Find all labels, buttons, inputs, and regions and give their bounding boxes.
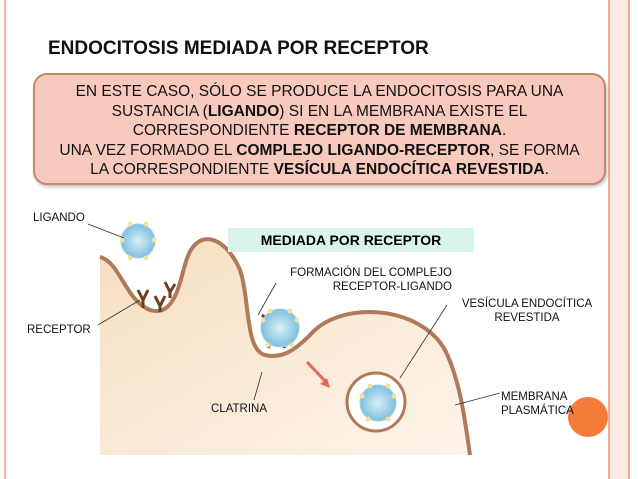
- text-line: EN ESTE CASO, SÓLO SE PRODUCE LA ENDOCIT…: [35, 82, 604, 102]
- text: , SE FORMA: [490, 141, 580, 159]
- text-line: CORRESPONDIENTE RECEPTOR DE MEMBRANA.: [35, 121, 604, 141]
- bold-text: LIGANDO: [207, 102, 280, 120]
- text: ) SI EN LA MEMBRANA EXISTE EL: [279, 102, 528, 120]
- decorative-orange-circle: [568, 397, 608, 437]
- text: .: [544, 161, 549, 178]
- slide-title: ENDOCITOSIS MEDIADA POR RECEPTOR: [48, 38, 429, 59]
- bold-text: COMPLEJO LIGANDO-RECEPTOR: [236, 141, 491, 159]
- label-clatrina: CLATRINA: [211, 403, 268, 415]
- arrow-icon: [305, 360, 328, 384]
- label-receptor: RECEPTOR: [27, 324, 91, 336]
- text: PLASMÁTICA: [501, 405, 574, 417]
- text: CORRESPONDIENTE: [132, 122, 294, 139]
- explanation-box: EN ESTE CASO, SÓLO SE PRODUCE LA ENDOCIT…: [33, 73, 606, 185]
- text: .: [501, 122, 507, 139]
- text-line: UNA VEZ FORMADO EL COMPLEJO LIGANDO-RECE…: [35, 141, 604, 161]
- bold-text: RECEPTOR DE MEMBRANA: [293, 122, 502, 139]
- text-line: LA CORRESPONDIENTE VESÍCULA ENDOCÍTICA R…: [35, 160, 604, 180]
- ligand-bound: [260, 308, 300, 348]
- label-membrana: MEMBRANA PLASMÁTICA: [501, 390, 574, 418]
- left-border: [4, 0, 6, 479]
- coated-vesicle: [345, 371, 407, 433]
- text: FORMACIÓN DEL COMPLEJO: [290, 267, 452, 279]
- plasma-membrane: [99, 237, 472, 456]
- bold-text: VESÍCULA ENDOCÍTICA REVESTIDA: [273, 161, 545, 178]
- text: RECEPTOR-LIGANDO: [332, 281, 452, 293]
- text: VESÍCULA ENDOCÍTICA: [461, 298, 593, 310]
- right-border-decoration: [608, 0, 630, 479]
- leader-lines: [87, 223, 501, 406]
- text-line: SUSTANCIA (LIGANDO) SI EN LA MEMBRANA EX…: [35, 102, 604, 122]
- label-complejo: FORMACIÓN DEL COMPLEJO RECEPTOR-LIGANDO: [276, 266, 452, 294]
- label-ligando: LIGANDO: [33, 212, 85, 224]
- ligand-free: [119, 221, 157, 261]
- text: EN ESTE CASO, SÓLO SE PRODUCE LA ENDOCIT…: [75, 83, 564, 100]
- label-vesicula: VESÍCULA ENDOCÍTICA REVESTIDA: [452, 297, 602, 325]
- text: MEMBRANA: [501, 391, 568, 403]
- text: REVESTIDA: [494, 312, 560, 324]
- text: UNA VEZ FORMADO EL: [59, 141, 237, 159]
- text: LA CORRESPONDIENTE: [90, 161, 274, 178]
- diagram-badge: MEDIADA POR RECEPTOR: [228, 228, 474, 252]
- text: SUSTANCIA (: [111, 102, 208, 120]
